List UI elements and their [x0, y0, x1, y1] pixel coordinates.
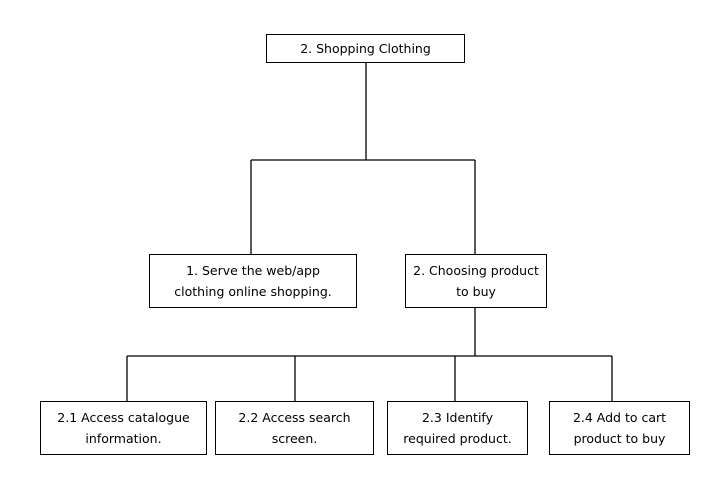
node-access-search: 2.2 Access search screen.: [215, 401, 374, 455]
node-label: 1. Serve the web/app clothing online sho…: [174, 263, 332, 299]
node-serve-web-app: 1. Serve the web/app clothing online sho…: [149, 254, 357, 308]
node-shopping-clothing: 2. Shopping Clothing: [266, 34, 465, 63]
node-label: 2.4 Add to cart product to buy: [572, 410, 667, 446]
node-choosing-product: 2. Choosing product to buy: [405, 254, 547, 308]
node-label: 2.2 Access search screen.: [238, 410, 351, 446]
node-add-to-cart: 2.4 Add to cart product to buy: [549, 401, 690, 455]
node-access-catalogue: 2.1 Access catalogue information.: [40, 401, 207, 455]
node-label: 2.1 Access catalogue information.: [57, 410, 190, 446]
node-identify-product: 2.3 Identify required product.: [387, 401, 528, 455]
node-label: 2.3 Identify required product.: [403, 410, 512, 446]
node-label: 2. Shopping Clothing: [300, 41, 431, 56]
node-label: 2. Choosing product to buy: [413, 263, 539, 299]
